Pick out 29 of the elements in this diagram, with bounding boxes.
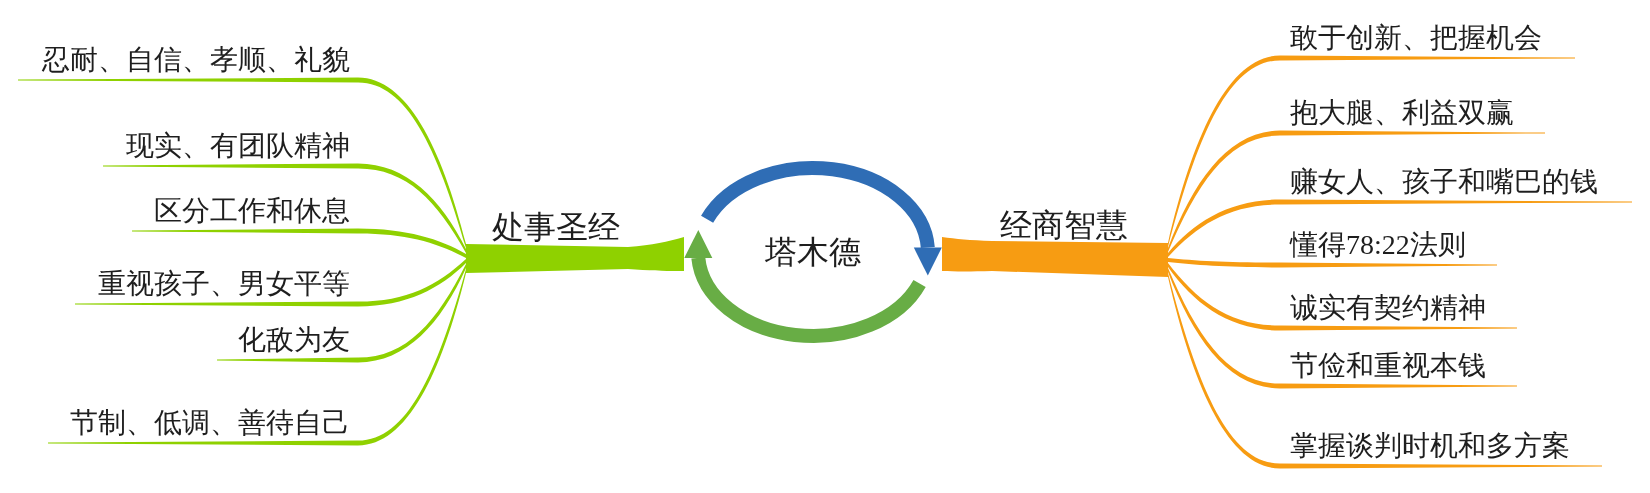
topic-label: 抱大腿、利益双赢 — [1280, 96, 1545, 136]
branch-line — [1168, 257, 1280, 268]
topic-label: 重视孩子、男女平等 — [75, 267, 358, 307]
branch-line — [358, 258, 466, 307]
branch-line — [358, 163, 466, 254]
topic-label: 掌握谈判时机和多方案 — [1280, 429, 1602, 469]
topic-label: 敢于创新、把握机会 — [1280, 21, 1575, 61]
topic-label: 节俭和重视本钱 — [1280, 349, 1517, 389]
topic-label: 化敌为友 — [217, 323, 358, 363]
branch-line — [628, 237, 684, 272]
central-topic-label: 塔木德 — [765, 233, 861, 271]
branch-line — [942, 237, 992, 272]
topic-label: 诚实有契约精神 — [1280, 291, 1517, 331]
branch-line — [1168, 55, 1280, 248]
topic-label: 忍耐、自信、孝顺、礼貌 — [18, 43, 358, 83]
branch-line — [358, 263, 466, 363]
branch-line — [1168, 272, 1280, 469]
branch-line — [358, 77, 466, 249]
branch-line — [1168, 130, 1280, 253]
branch-line — [1168, 262, 1280, 331]
topic-label: 节制、低调、善待自己 — [48, 406, 358, 446]
topic-label: 懂得78:22法则 — [1280, 228, 1497, 268]
branch-line — [1168, 267, 1280, 389]
topic-label: 区分工作和休息 — [132, 194, 358, 234]
branch-line — [1168, 199, 1280, 258]
topic-label: 现实、有团队精神 — [103, 129, 358, 169]
branch-line — [358, 268, 466, 446]
topic-label: 赚女人、孩子和嘴巴的钱 — [1280, 165, 1632, 205]
branch-line — [358, 228, 466, 259]
